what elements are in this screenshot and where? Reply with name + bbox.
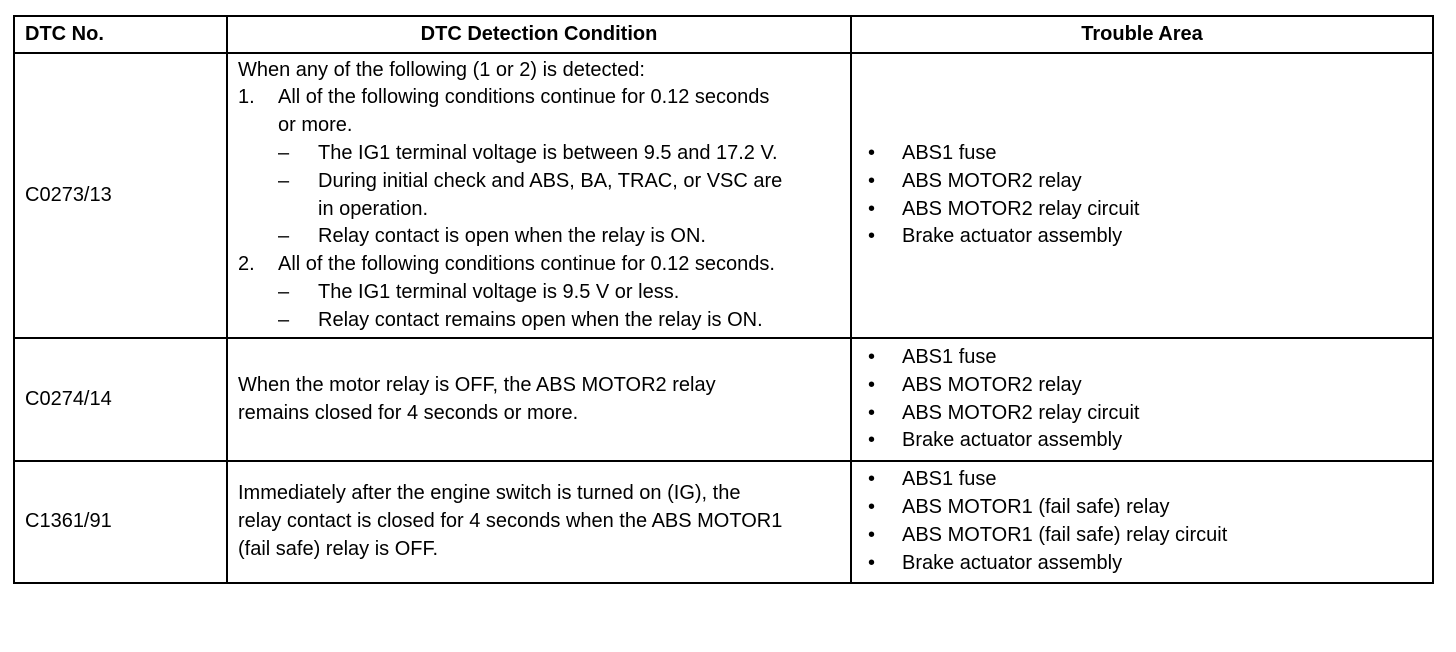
trouble-area-item: •ABS MOTOR2 relay circuit	[868, 401, 1140, 424]
header-row: DTC No. DTC Detection Condition Trouble …	[13, 15, 1434, 54]
table-row: C0274/14 When the motor relay is OFF, th…	[13, 337, 1434, 462]
trouble-area: •ABS1 fuse •ABS MOTOR2 relay •ABS MOTOR2…	[850, 52, 1434, 339]
detection-condition: When the motor relay is OFF, the ABS MOT…	[226, 337, 852, 462]
condition-line: remains closed for 4 seconds or more.	[238, 401, 579, 424]
trouble-area: •ABS1 fuse •ABS MOTOR2 relay •ABS MOTOR2…	[850, 337, 1434, 462]
condition-line: relay contact is closed for 4 seconds wh…	[238, 510, 783, 533]
trouble-area-item: •ABS MOTOR2 relay	[868, 169, 1082, 192]
dtc-code: C1361/91	[13, 460, 228, 584]
condition-subitem: –The IG1 terminal voltage is between 9.5…	[278, 141, 778, 164]
trouble-area-item: •ABS MOTOR1 (fail safe) relay circuit	[868, 524, 1228, 546]
condition-subitem: –During initial check and ABS, BA, TRAC,…	[278, 169, 783, 192]
condition-intro: When any of the following (1 or 2) is de…	[238, 58, 645, 81]
condition-subitem: –Relay contact remains open when the rel…	[278, 308, 763, 331]
trouble-area-item: •Brake actuator assembly	[868, 225, 1123, 248]
table-row: C0273/13 When any of the following (1 or…	[13, 52, 1434, 339]
trouble-area: •ABS1 fuse •ABS MOTOR1 (fail safe) relay…	[850, 460, 1434, 584]
detection-condition: Immediately after the engine switch is t…	[226, 460, 852, 584]
detection-condition: When any of the following (1 or 2) is de…	[226, 52, 852, 339]
condition-subitem-cont: in operation.	[318, 197, 429, 220]
condition-item: 1.All of the following conditions contin…	[238, 86, 770, 109]
condition-line: Immediately after the engine switch is t…	[238, 482, 741, 505]
condition-line: When the motor relay is OFF, the ABS MOT…	[238, 373, 716, 396]
trouble-area-item: •ABS1 fuse	[868, 141, 997, 164]
trouble-area-item: •ABS1 fuse	[868, 468, 997, 491]
trouble-area-item: •Brake actuator assembly	[868, 551, 1123, 574]
trouble-area-item: •ABS MOTOR2 relay	[868, 373, 1082, 396]
dtc-code: C0274/14	[13, 337, 228, 462]
header-detection-condition: DTC Detection Condition	[226, 15, 852, 54]
condition-item-cont: or more.	[278, 114, 353, 137]
trouble-area-item: •ABS MOTOR1 (fail safe) relay	[868, 496, 1170, 519]
dtc-table: DTC No. DTC Detection Condition Trouble …	[13, 15, 1434, 584]
trouble-area-item: •Brake actuator assembly	[868, 429, 1123, 452]
condition-subitem: –Relay contact is open when the relay is…	[278, 225, 706, 248]
trouble-area-item: •ABS MOTOR2 relay circuit	[868, 197, 1140, 220]
header-dtc-no: DTC No.	[13, 15, 228, 54]
condition-line: (fail safe) relay is OFF.	[238, 537, 439, 560]
condition-item: 2.All of the following conditions contin…	[238, 253, 775, 276]
table-row: C1361/91 Immediately after the engine sw…	[13, 460, 1434, 584]
dtc-code: C0273/13	[13, 52, 228, 339]
trouble-area-item: •ABS1 fuse	[868, 345, 997, 368]
condition-subitem: –The IG1 terminal voltage is 9.5 V or le…	[278, 280, 680, 303]
header-trouble-area: Trouble Area	[850, 15, 1434, 54]
